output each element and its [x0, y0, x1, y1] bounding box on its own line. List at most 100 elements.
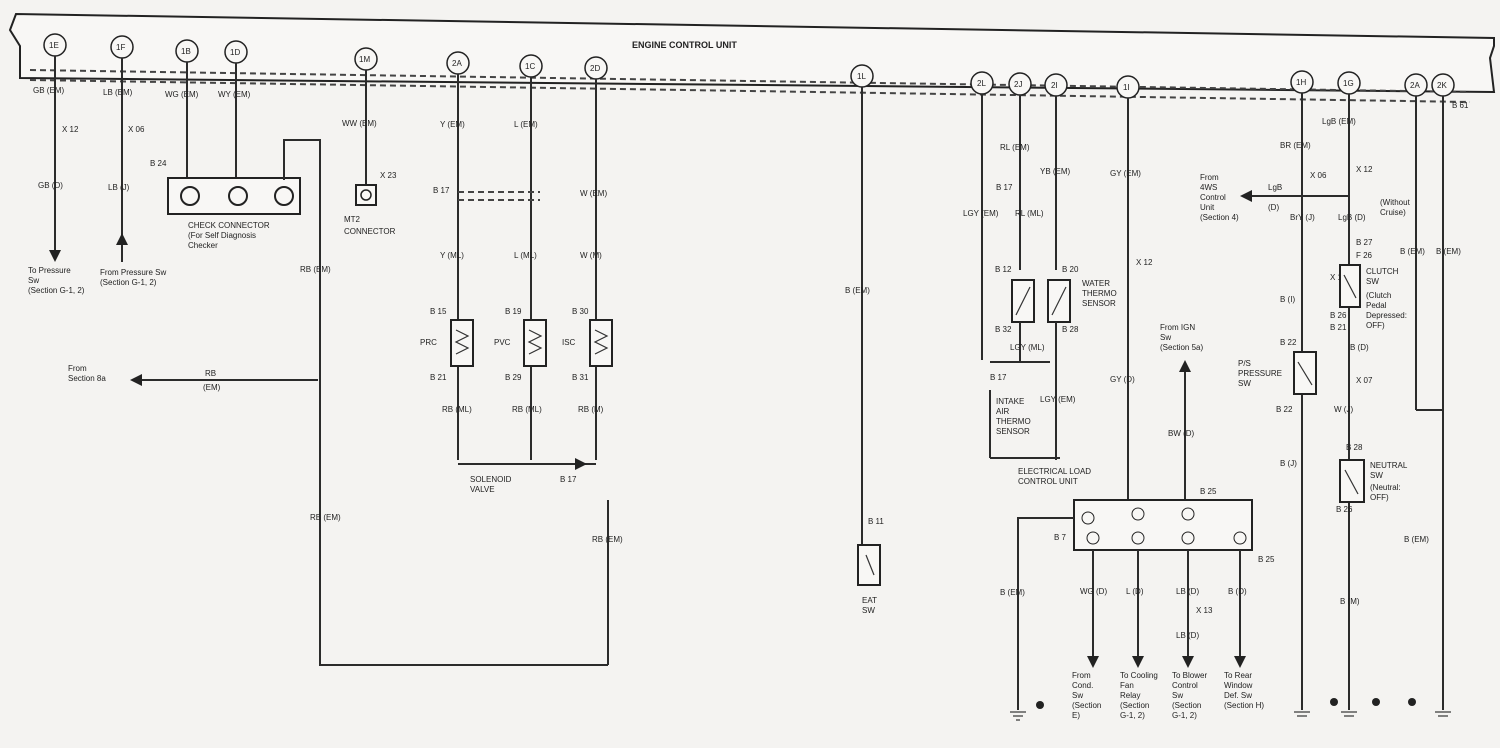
label-rb-m: RB (M) [578, 405, 604, 414]
out2-1: To Cooling [1120, 671, 1158, 680]
electrical-load-control-unit: GY (EM) X 12 GY (D) From IGN Sw (Section… [1000, 98, 1275, 721]
solenoid-valve-1: SOLENOID [470, 475, 512, 484]
label-b-m: B (M) [1340, 597, 1360, 606]
ps-3: SW [1238, 379, 1251, 388]
label-x13: X 13 [1196, 606, 1213, 615]
label-b22b: B 22 [1276, 405, 1293, 414]
clutch-2: SW [1366, 277, 1379, 286]
from-pressure-1: From Pressure Sw [100, 268, 166, 277]
thermo-sensors: RL (EM) YB (EM) B 17 LGY (EM) RL (ML) B … [963, 94, 1117, 460]
label-x12: X 12 [62, 125, 79, 134]
eat-sw-2: SW [862, 606, 875, 615]
to-pressure-2: Sw [28, 276, 39, 285]
pin-2j-label: 2J [1014, 80, 1022, 89]
out4-4: (Section H) [1224, 701, 1264, 710]
out3-4: (Section [1172, 701, 1201, 710]
label-yb-em: YB (EM) [1040, 167, 1071, 176]
out3-2: Control [1172, 681, 1198, 690]
label-rb-em-vert: RB (EM) [310, 513, 341, 522]
water-thermo-1: WATER [1082, 279, 1110, 288]
right-switches: BR (EM) LgB (EM) B 61 From 4WS Control U… [1200, 93, 1469, 717]
out1-2: Cond. [1072, 681, 1093, 690]
label-b25b: B 25 [1258, 555, 1275, 564]
label-gy-em: GY (EM) [1110, 169, 1141, 178]
out2-5: G-1, 2) [1120, 711, 1145, 720]
out1-4: (Section [1072, 701, 1101, 710]
label-b-em-r3: B (EM) [1404, 535, 1429, 544]
ecu-outline [8, 12, 1496, 94]
cruise-1: (Without [1380, 198, 1411, 207]
neutral-4: OFF) [1370, 493, 1389, 502]
clutch-3: (Clutch [1366, 291, 1391, 300]
label-y-em: Y (EM) [440, 120, 465, 129]
ecu-title: ENGINE CONTROL UNIT [632, 40, 737, 50]
isc-label: ISC [562, 338, 576, 347]
label-b-i: B (I) [1280, 295, 1295, 304]
label-rl-ml: RL (ML) [1015, 209, 1044, 218]
label-l-d: L (D) [1126, 587, 1144, 596]
label-b17c: B 17 [996, 183, 1013, 192]
intake-1: INTAKE [996, 397, 1024, 406]
label-b7: B 7 [1054, 533, 1067, 542]
label-w-j: W (J) [1334, 405, 1353, 414]
ps-1: P/S [1238, 359, 1251, 368]
elu-title-2: CONTROL UNIT [1018, 477, 1078, 486]
label-lb-d: LB (D) [1176, 587, 1199, 596]
prc-label: PRC [420, 338, 437, 347]
out2-3: Relay [1120, 691, 1140, 700]
check-connector-title: CHECK CONNECTOR [188, 221, 270, 230]
label-rb: RB [205, 369, 216, 378]
left-sensor-wires: GB (EM) X 12 GB (D) To Pressure Sw (Sect… [28, 56, 166, 295]
from-ign-3: (Section 5a) [1160, 343, 1203, 352]
ecu-pins: 1E 1F 1B 1D 1M 2A 1C 2D 1L 2L 2J 2I 1I 1… [43, 33, 1455, 99]
label-b-em3: B (EM) [1000, 588, 1025, 597]
water-thermo-2: THERMO [1082, 289, 1117, 298]
label-b15: B 15 [430, 307, 447, 316]
label-x12b: X 12 [1136, 258, 1153, 267]
out3-3: Sw [1172, 691, 1183, 700]
pin-1d-label: 1D [230, 48, 240, 57]
label-b21: B 21 [430, 373, 447, 382]
mt2-sub: CONNECTOR [344, 227, 396, 236]
label-b12: B 12 [995, 265, 1012, 274]
label-bw-d: BW (D) [1168, 429, 1195, 438]
from-pressure-2: (Section G-1, 2) [100, 278, 157, 287]
from-section-2: Section 8a [68, 374, 106, 383]
label-b24: B 24 [150, 159, 167, 168]
eat-sw-1: EAT [862, 596, 877, 605]
from-ign-2: Sw [1160, 333, 1171, 342]
intake-2: AIR [996, 407, 1010, 416]
label-w-m: W (M) [580, 251, 602, 260]
neutral-1: NEUTRAL [1370, 461, 1408, 470]
from-4ws-1: From [1200, 173, 1219, 182]
label-f26: F 26 [1356, 251, 1373, 260]
label-b17-top: B 17 [433, 186, 450, 195]
ecu-connector-row [29, 69, 1471, 93]
elu-title-1: ELECTRICAL LOAD [1018, 467, 1091, 476]
clutch-1: CLUTCH [1366, 267, 1399, 276]
label-wg-em: WG (EM) [165, 90, 199, 99]
pin-1g-label: 1G [1343, 79, 1354, 88]
label-b21b: B 21 [1330, 323, 1347, 332]
out4-2: Window [1224, 681, 1253, 690]
label-b17d: B 17 [990, 373, 1007, 382]
intake-3: THERMO [996, 417, 1031, 426]
from-ign-1: From IGN [1160, 323, 1195, 332]
label-lb-em: LB (EM) [103, 88, 133, 97]
label-lb-j: LB (J) [108, 183, 130, 192]
label-wg-d: WG (D) [1080, 587, 1107, 596]
label-b-em-1l: B (EM) [845, 286, 870, 295]
label-gb-em: GB (EM) [33, 86, 64, 95]
label-l-ml: L (ML) [514, 251, 537, 260]
pin-1f-label: 1F [116, 43, 125, 52]
label-b30: B 30 [572, 307, 589, 316]
clutch-4: Pedal [1366, 301, 1387, 310]
from-4ws-4: Unit [1200, 203, 1215, 212]
out2-2: Fan [1120, 681, 1134, 690]
label-x07: X 07 [1356, 376, 1373, 385]
pin-2a-right-label: 2A [1410, 81, 1420, 90]
from-4ws-5: (Section 4) [1200, 213, 1239, 222]
out1-3: Sw [1072, 691, 1083, 700]
ps-2: PRESSURE [1238, 369, 1282, 378]
label-b20: B 20 [1062, 265, 1079, 274]
